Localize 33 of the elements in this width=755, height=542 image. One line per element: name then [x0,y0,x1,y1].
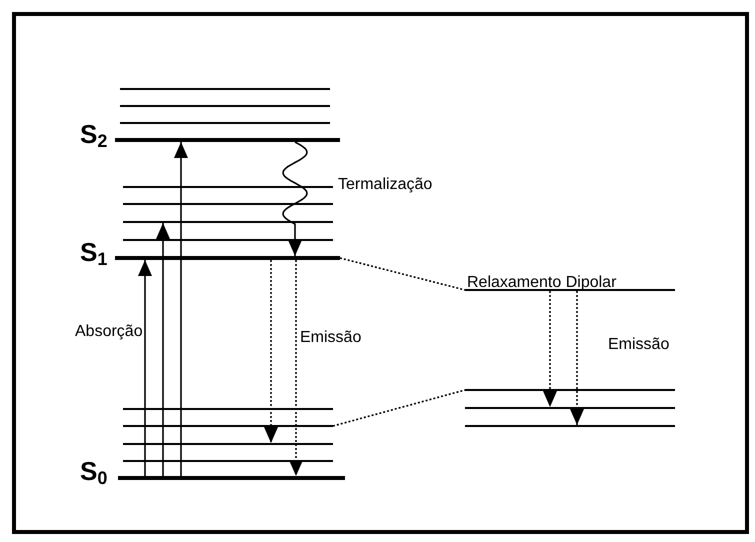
energy-level-line [123,186,333,188]
arrow [138,260,152,476]
annotation-text: Relaxamento Dipolar [467,274,616,292]
energy-level-line [120,88,330,90]
annotation-text: Emissão [300,329,362,347]
annotation-text: Emissão [608,336,670,354]
energy-level-line [120,122,330,124]
energy-level-line [123,203,333,205]
state-label: S$_{1}$ [80,238,108,270]
energy-level-line [123,408,333,410]
state-label: S$_{2}$ [80,120,108,152]
energy-level-line [123,239,333,241]
arrow [156,223,170,476]
energy-level-line [123,443,333,445]
state-label: S$_{0}$ [80,457,108,489]
annotation-text: Absorção [75,323,143,341]
dotted-line [332,389,466,427]
dotted-line [340,257,466,291]
energy-level-line [123,221,333,223]
edge-label: Termalização [337,176,434,194]
dotted-arrow [570,291,584,425]
energy-level-line [465,289,675,291]
energy-level-line [465,407,675,409]
dotted-arrow [289,260,303,476]
energy-level-line [123,425,333,427]
dotted-arrow [543,291,557,407]
arrow [174,142,188,476]
energy-level-line [120,105,330,107]
dotted-arrow [264,260,278,443]
energy-level-line [465,389,675,391]
energy-level-line [123,460,333,462]
energy-level-line [465,425,675,427]
wavy-arrow [282,141,308,256]
